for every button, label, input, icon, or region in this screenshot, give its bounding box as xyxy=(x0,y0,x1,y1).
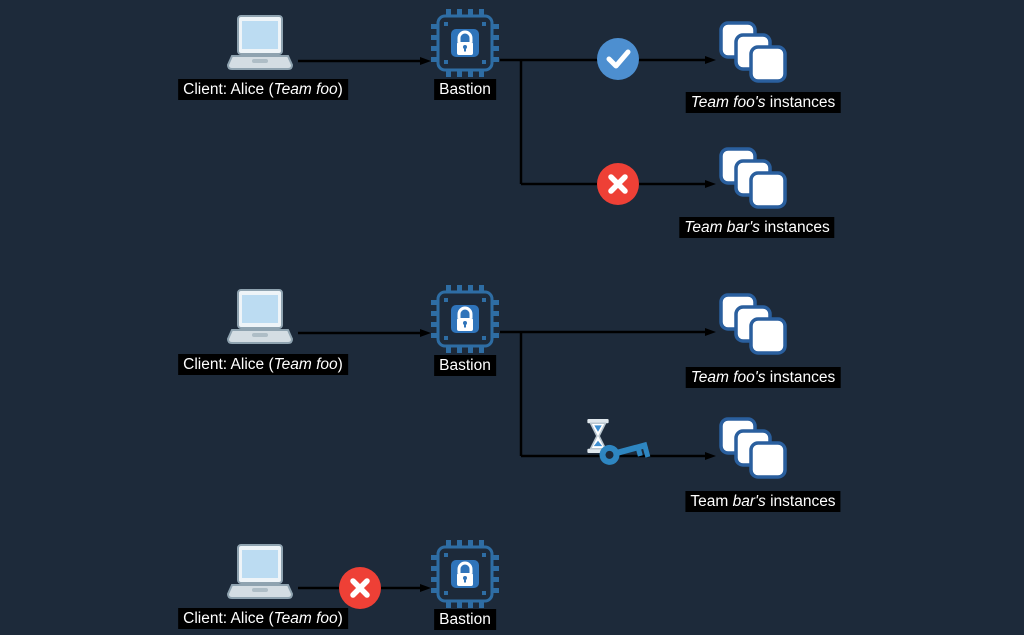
x-icon xyxy=(339,567,381,609)
client-label: Client: Alice (Team foo) xyxy=(178,79,348,101)
client-label-team: Team foo xyxy=(273,356,338,373)
bastion-label-text: Bastion xyxy=(439,357,491,374)
instances-label-team: Team foo's xyxy=(690,369,766,386)
instances-label-post: instances xyxy=(765,493,836,510)
bastion-label: Bastion xyxy=(434,355,496,377)
client-label-text: Client: Alice ( xyxy=(183,81,274,98)
instances-label-pre: Team xyxy=(690,493,733,510)
client-laptop-icon xyxy=(226,288,294,348)
client-laptop-icon xyxy=(226,14,294,74)
team-bar-instances-label: Team bar's instances xyxy=(679,217,835,239)
team-foo-instances-label: Team foo's instances xyxy=(685,367,841,389)
instances-label-team: Team foo's xyxy=(690,94,766,111)
instances-stack-icon xyxy=(718,292,788,362)
instances-label-post: instances xyxy=(765,94,836,111)
bastion-chip-lock-icon xyxy=(430,539,500,609)
client-label-text: Client: Alice ( xyxy=(183,356,274,373)
instances-label-team: bar's xyxy=(732,493,766,510)
team-bar-instances-label: Team bar's instances xyxy=(685,491,841,513)
client-laptop-icon xyxy=(226,543,294,603)
bastion-chip-lock-icon xyxy=(430,284,500,354)
client-label-close: ) xyxy=(337,610,343,627)
client-label-text: Client: Alice ( xyxy=(183,610,274,627)
bastion-label-text: Bastion xyxy=(439,81,491,98)
team-foo-instances-label: Team foo's instances xyxy=(685,92,841,114)
client-label-close: ) xyxy=(337,356,343,373)
bastion-chip-lock-icon xyxy=(430,8,500,78)
key-icon xyxy=(595,431,652,472)
instances-stack-icon xyxy=(718,416,788,486)
bastion-label-text: Bastion xyxy=(439,611,491,628)
client-label: Client: Alice (Team foo) xyxy=(178,354,348,376)
instances-label-post: instances xyxy=(765,369,836,386)
x-icon xyxy=(597,163,639,205)
instances-stack-icon xyxy=(718,20,788,90)
client-label: Client: Alice (Team foo) xyxy=(178,608,348,630)
bastion-label: Bastion xyxy=(434,609,496,631)
instances-label-team: Team bar's xyxy=(684,219,760,236)
client-label-close: ) xyxy=(337,81,343,98)
bastion-label: Bastion xyxy=(434,79,496,101)
instances-label-post: instances xyxy=(759,219,830,236)
client-label-team: Team foo xyxy=(273,610,338,627)
instances-stack-icon xyxy=(718,146,788,216)
check-icon xyxy=(597,38,639,80)
client-label-team: Team foo xyxy=(273,81,338,98)
